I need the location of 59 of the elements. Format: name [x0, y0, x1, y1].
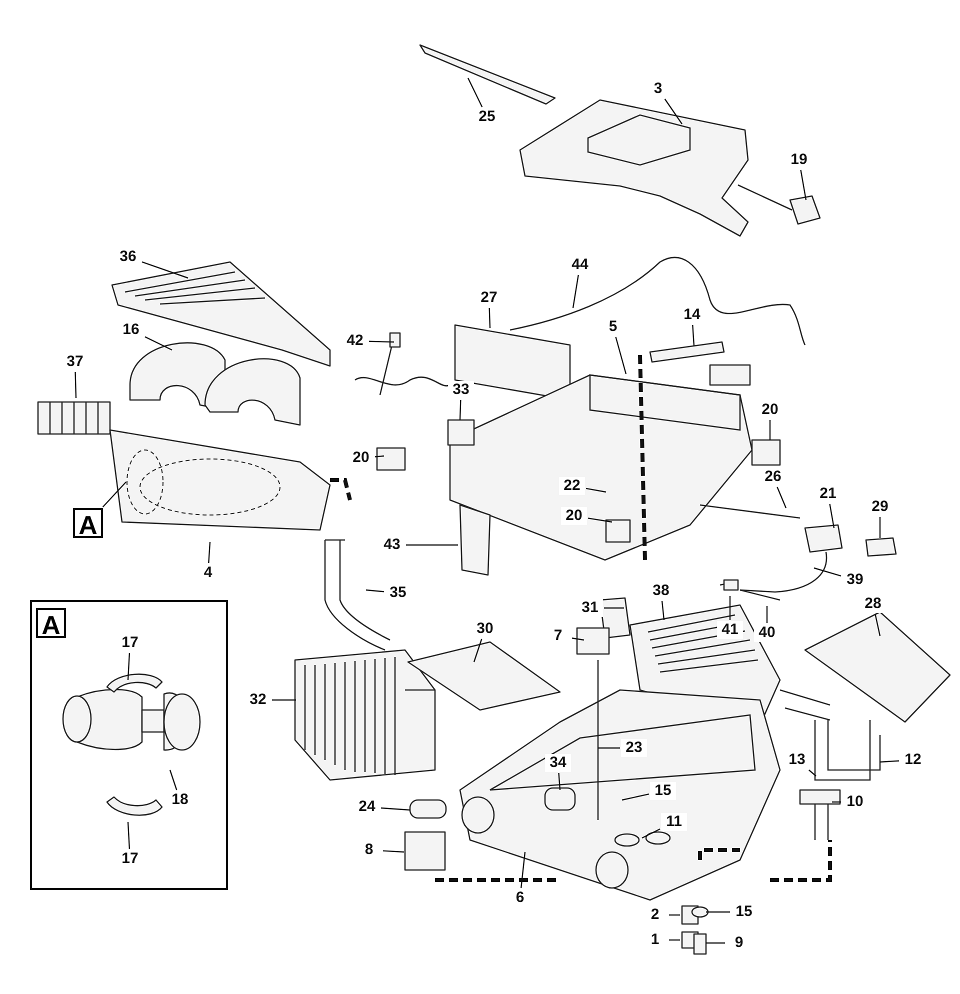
leader-line	[814, 567, 842, 576]
callout-number: 22	[559, 477, 585, 495]
leader-line	[467, 78, 483, 108]
leader-line	[800, 170, 807, 200]
callout-number: 11	[661, 813, 687, 831]
leader-line	[669, 939, 680, 941]
leader-line	[572, 638, 584, 641]
leader-line	[127, 652, 130, 680]
view-reference-letter: A	[36, 608, 66, 638]
leader-line	[144, 336, 172, 351]
leader-line	[102, 482, 126, 508]
leader-line	[766, 606, 768, 623]
leader-line	[366, 589, 384, 592]
leader-line	[382, 850, 404, 853]
leader-line	[588, 518, 612, 523]
leader-line	[879, 517, 881, 538]
leader-line	[706, 942, 725, 944]
detail-view-panel	[30, 600, 228, 890]
leader-line	[368, 340, 394, 343]
leader-line	[127, 822, 130, 850]
leader-line	[832, 801, 841, 803]
callout-number: 23	[621, 739, 647, 757]
leader-line	[598, 747, 620, 749]
callout-number: 20	[561, 507, 587, 525]
leader-line	[374, 455, 384, 458]
leader-line	[459, 400, 462, 420]
callout-number: 41	[717, 621, 743, 639]
leader-line	[558, 772, 561, 790]
leader-line	[874, 614, 881, 636]
leader-line	[692, 324, 695, 346]
leader-line	[880, 760, 900, 763]
leader-line	[642, 828, 660, 839]
leader-line	[488, 308, 491, 328]
leader-line	[572, 274, 579, 308]
leader-line	[604, 607, 624, 609]
leader-line	[776, 486, 787, 508]
leader-line	[729, 596, 731, 620]
leader-line	[706, 911, 730, 913]
leader-line	[406, 544, 458, 546]
callout-number: 34	[545, 754, 571, 772]
leader-line	[829, 504, 835, 528]
leader-line	[272, 699, 296, 701]
leader-line	[74, 372, 77, 398]
leader-line	[142, 261, 188, 279]
leader-line	[520, 852, 526, 888]
leader-line	[661, 600, 665, 620]
leader-line	[586, 488, 606, 493]
leader-line	[615, 336, 627, 374]
leader-line	[473, 638, 482, 662]
leader-line	[664, 98, 682, 124]
callout-number: 15	[650, 782, 676, 800]
view-reference-letter: A	[73, 508, 103, 538]
leader-line	[808, 770, 816, 776]
leader-line	[669, 914, 680, 916]
leader-line	[208, 542, 211, 564]
leader-line	[169, 770, 178, 790]
leader-line	[622, 793, 650, 801]
leader-line	[769, 420, 771, 440]
leader-line	[380, 807, 410, 811]
